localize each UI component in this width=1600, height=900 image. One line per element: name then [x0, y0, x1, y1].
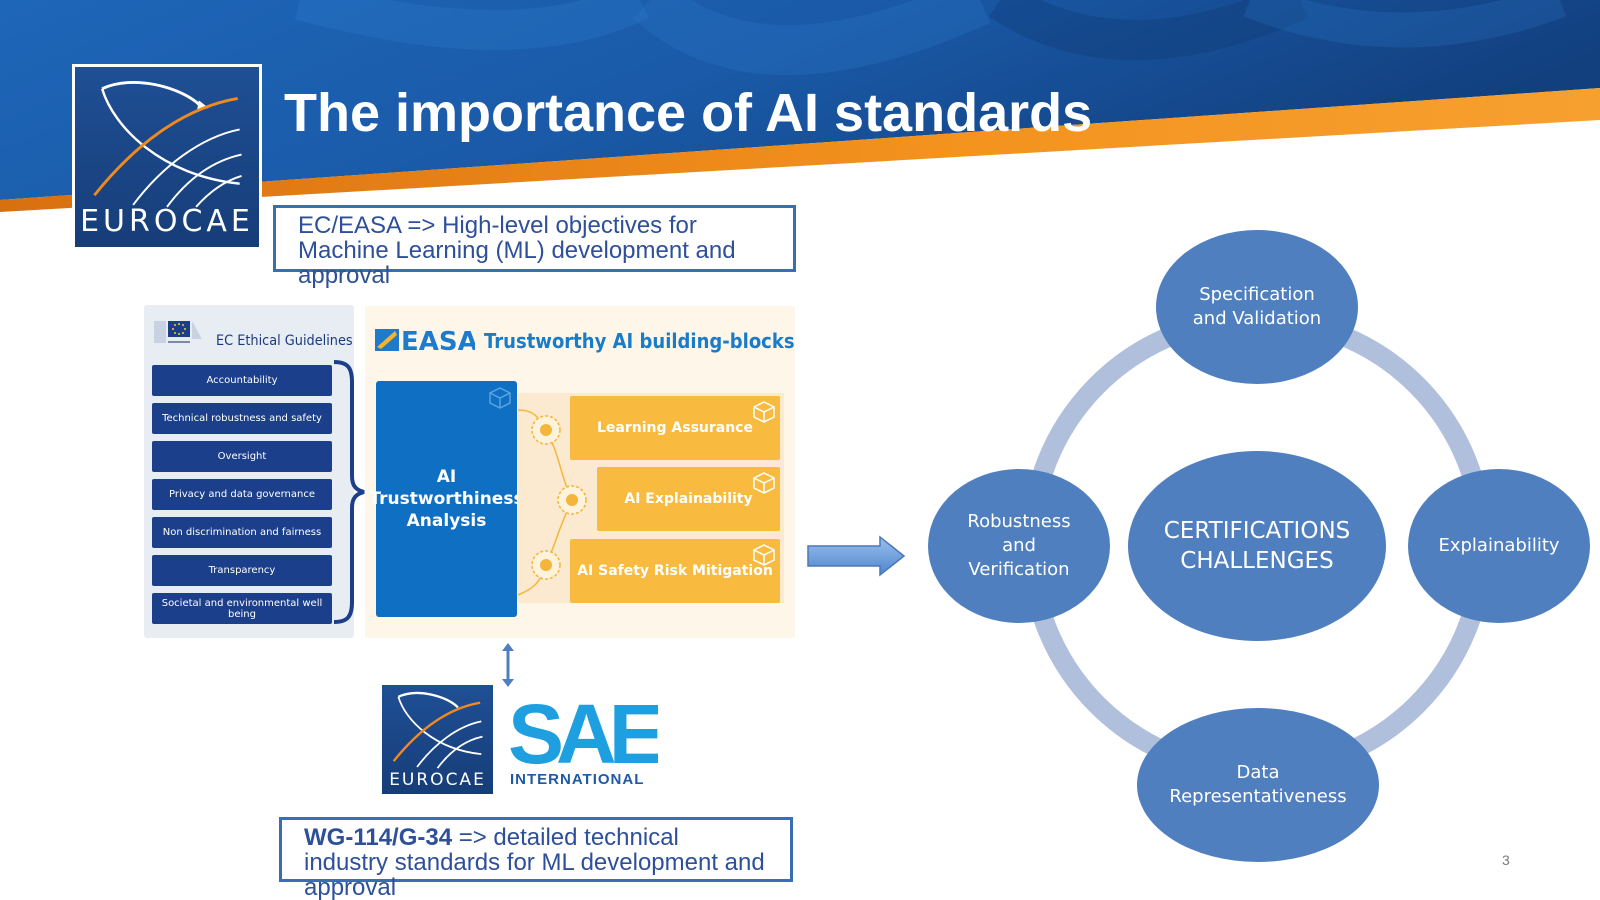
target-icon [531, 415, 561, 445]
sae-international-text: INTERNATIONAL [510, 771, 645, 788]
block-label: AI Explainability [624, 491, 753, 507]
node-specification-validation: Specification and Validation [1156, 230, 1358, 384]
eurocae-logo: EUROCAE [72, 64, 262, 250]
ec-guidelines-panel: EC Ethical Guidelines Accountability Tec… [144, 305, 354, 638]
ai-trustworthiness-analysis: AI Trustworthiness Analysis [369, 381, 524, 617]
sae-logo-text: SAE [508, 695, 658, 781]
cube-icon [753, 401, 775, 423]
node-certifications-challenges: CERTIFICATIONS CHALLENGES [1128, 451, 1386, 641]
target-icon [531, 550, 561, 580]
block-ai-explainability: AI Explainability [597, 467, 780, 531]
eurocae-logo-text: EUROCAE [80, 204, 254, 239]
slide-title: The importance of AI standards [284, 83, 1093, 143]
easa-logo-text: EASA [401, 327, 475, 355]
ec-item-privacy: Privacy and data governance [152, 479, 332, 510]
node-data-representativeness: Data Representativeness [1137, 708, 1379, 862]
easa-heading: Trustworthy AI building-blocks [484, 329, 795, 353]
easa-logo-icon: EASA [375, 327, 475, 355]
sae-logo-icon: SAE [508, 695, 658, 781]
page-number: 3 [1502, 852, 1510, 868]
ec-item-fairness: Non discrimination and fairness [152, 517, 332, 548]
block-label: AI Safety Risk Mitigation [577, 563, 773, 579]
ec-item-accountability: Accountability [152, 365, 332, 396]
ec-item-societal: Societal and environmental well being [152, 593, 332, 624]
eurocae-partner-logo-text: EUROCAE [389, 770, 486, 790]
top-callout: EC/EASA => High-level objectives for Mac… [273, 205, 796, 288]
bottom-callout-text: => detailed technical industry standards… [304, 824, 765, 900]
eurocae-swoosh-icon [392, 691, 483, 769]
ec-guidelines-title: EC Ethical Guidelines [216, 333, 353, 349]
right-arrow-icon [807, 535, 906, 577]
ai-analysis-label: AI Trustworthiness Analysis [369, 467, 524, 531]
node-robustness-verification: Robustness and Verification [928, 469, 1110, 623]
eurocae-swoosh-icon [93, 81, 242, 208]
ec-item-transparency: Transparency [152, 555, 332, 586]
cube-icon [489, 387, 511, 409]
curly-brace-icon [333, 360, 365, 624]
ec-item-robustness: Technical robustness and safety [152, 403, 332, 434]
header-banner [0, 0, 1600, 212]
eu-flag-icon [154, 321, 202, 343]
block-learning-assurance: Learning Assurance [570, 396, 780, 460]
bottom-callout-bold: WG-114/G-34 [304, 824, 453, 851]
connector-lines [517, 409, 587, 596]
block-ai-safety-risk-mitigation: AI Safety Risk Mitigation [570, 539, 780, 603]
cube-icon [753, 472, 775, 494]
target-icon [557, 485, 587, 515]
block-label: Learning Assurance [597, 420, 753, 436]
ec-item-oversight: Oversight [152, 441, 332, 472]
double-arrow-icon [502, 643, 514, 687]
cube-icon [753, 544, 775, 566]
node-explainability: Explainability [1408, 469, 1590, 623]
eurocae-partner-logo: EUROCAE [382, 685, 493, 794]
bottom-callout: WG-114/G-34 => detailed technical indust… [279, 817, 793, 900]
